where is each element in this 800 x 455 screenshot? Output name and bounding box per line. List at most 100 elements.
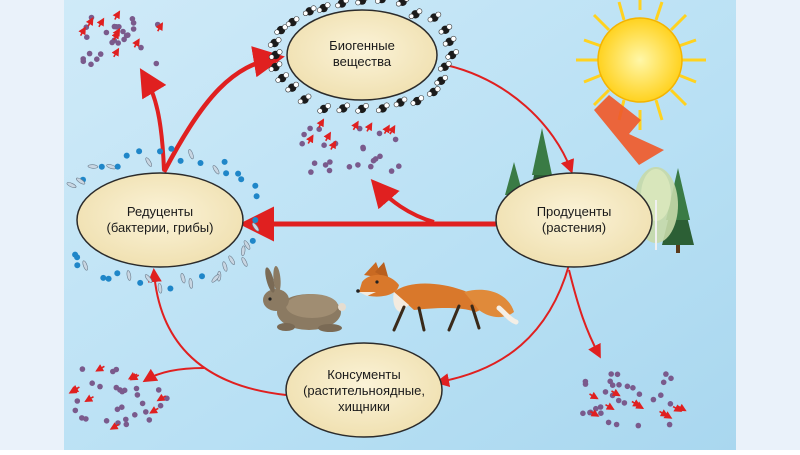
particle-dot xyxy=(125,32,131,38)
particle-dot xyxy=(154,61,160,67)
particle-dot xyxy=(299,141,305,147)
bacterium xyxy=(167,286,173,292)
particle-dot xyxy=(606,420,612,426)
particle-dot xyxy=(114,385,120,391)
particle-dot xyxy=(327,168,333,174)
bacterium xyxy=(74,262,80,268)
bacterium xyxy=(199,273,205,279)
particle-dot xyxy=(87,51,93,57)
particle-dot xyxy=(94,56,100,62)
particle-dot xyxy=(119,404,125,410)
bacterium xyxy=(124,153,130,159)
nutrient-cycle-diagram: Биогенные вещества Продуценты (растения)… xyxy=(64,0,736,450)
particle-dot xyxy=(119,389,125,395)
bacterium xyxy=(168,146,174,152)
particle-dot xyxy=(97,384,103,390)
bacterium xyxy=(114,270,120,276)
particle-dot xyxy=(147,417,153,423)
bacterium xyxy=(157,148,163,154)
particle-dot xyxy=(121,37,127,43)
bacterium xyxy=(100,275,106,281)
particle-dot xyxy=(637,391,643,397)
particle-dot xyxy=(323,162,329,168)
particle-dot xyxy=(615,372,621,378)
particle-dot xyxy=(616,382,622,388)
particle-dot xyxy=(307,126,313,132)
particle-dot xyxy=(114,367,120,373)
particle-dot xyxy=(663,371,669,377)
bacterium xyxy=(99,164,105,170)
bacterium xyxy=(252,217,258,223)
bacterium xyxy=(136,148,142,154)
particle-dot xyxy=(603,389,609,395)
particle-dot xyxy=(80,366,86,372)
bacterium xyxy=(198,160,204,166)
bacterium xyxy=(178,158,184,164)
particle-dot xyxy=(625,384,631,390)
particle-dot xyxy=(131,20,137,26)
bacterium xyxy=(115,164,121,170)
particle-dot xyxy=(88,62,94,68)
bacterium xyxy=(72,252,78,258)
particle-dot xyxy=(143,409,149,415)
label-reducers-line1: Редуценты xyxy=(82,204,238,220)
particle-dot xyxy=(658,392,664,398)
particle-dot xyxy=(668,376,674,382)
particle-dot xyxy=(368,164,374,170)
particle-dot xyxy=(140,401,146,407)
particle-dot xyxy=(301,132,307,138)
particle-dot xyxy=(156,387,162,393)
particle-dot xyxy=(135,392,141,398)
particle-dot xyxy=(608,371,614,377)
particle-dot xyxy=(132,412,138,418)
particle-dot xyxy=(158,403,164,409)
particle-dot xyxy=(598,404,604,410)
slide-margin-left xyxy=(0,0,64,450)
label-reducers-line2: (бактерии, грибы) xyxy=(82,220,238,236)
particle-dot xyxy=(81,59,87,65)
bacterium xyxy=(137,280,143,286)
particle-dot xyxy=(120,29,126,35)
label-consumers: Консументы (растительноядные, хищники xyxy=(289,367,439,415)
label-producers: Продуценты (растения) xyxy=(504,204,644,236)
particle-dot xyxy=(583,381,589,387)
particle-dot xyxy=(347,164,353,170)
bacterium xyxy=(223,170,229,176)
particle-dot xyxy=(630,385,636,391)
label-reducers: Редуценты (бактерии, грибы) xyxy=(82,204,238,236)
bacterium xyxy=(235,171,241,177)
particle-dot xyxy=(373,156,379,162)
particle-dot xyxy=(123,417,129,423)
particle-dot xyxy=(616,398,622,404)
particle-dot xyxy=(355,162,361,168)
particle-dot xyxy=(389,168,395,174)
particle-dot xyxy=(593,406,599,412)
particle-dot xyxy=(104,30,110,36)
bacterium xyxy=(222,159,228,165)
particle-dot xyxy=(321,142,327,148)
particle-dot xyxy=(651,397,657,403)
label-biogenic: Биогенные вещества xyxy=(292,38,432,70)
particle-dot xyxy=(360,146,366,152)
slide-margin-right xyxy=(736,0,800,450)
particle-dot xyxy=(636,423,642,429)
label-biogenic-line1: Биогенные xyxy=(292,38,432,54)
particle-dot xyxy=(109,40,115,46)
particle-dot xyxy=(393,137,399,143)
label-consumers-line2: (растительноядные, xyxy=(289,383,439,399)
particle-dot xyxy=(377,131,383,137)
particle-dot xyxy=(580,411,586,417)
particle-dot xyxy=(75,398,81,404)
particle-dot xyxy=(124,422,130,428)
label-biogenic-line2: вещества xyxy=(292,54,432,70)
particle-dot xyxy=(396,163,402,169)
label-consumers-line3: хищники xyxy=(289,399,439,415)
particle-dot xyxy=(598,410,604,416)
particle-dot xyxy=(83,416,89,422)
particle-dot xyxy=(668,401,674,407)
particle-dot xyxy=(98,51,104,57)
particle-dot xyxy=(312,160,318,166)
particle-dot xyxy=(308,169,314,175)
label-producers-line1: Продуценты xyxy=(504,204,644,220)
particle-dot xyxy=(104,418,110,424)
